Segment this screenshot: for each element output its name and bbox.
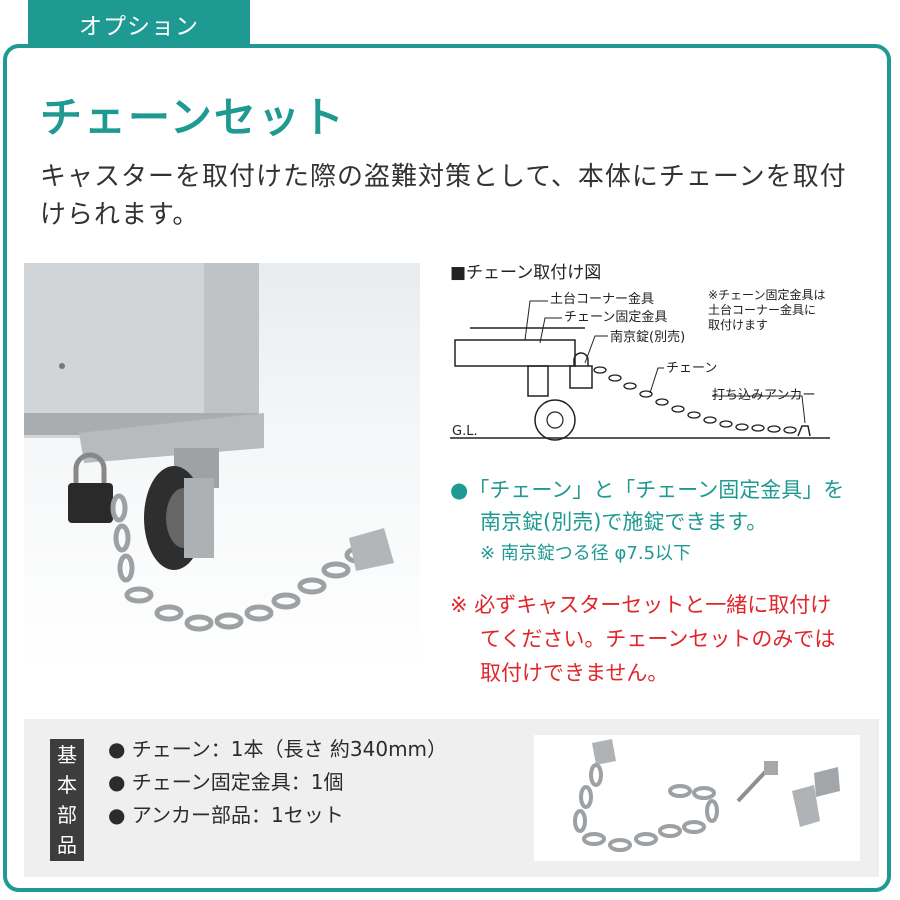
label-dodai-corner: 土台コーナー金具 [550, 292, 655, 307]
label-chain-bracket: チェーン固定金具 [564, 310, 668, 325]
description: キャスターを取付けた際の盗難対策として、本体にチェーンを取付けられます。 [40, 162, 847, 230]
tag-char: 部 [57, 803, 77, 827]
page-title: チェーンセット [40, 93, 346, 142]
warning-line-3: 取付けできません。 [480, 661, 669, 685]
label-chain: チェーン [666, 361, 718, 376]
label-anchor: 打ち込みアンカー [712, 388, 816, 403]
warning-line-2: てください。チェーンセットのみでは [480, 627, 836, 651]
tag-char: 本 [57, 773, 77, 797]
list-item: ● チェーン：1本（長さ 約340mm） [108, 737, 448, 761]
chain-mounting-diagram: ■チェーン取付け図 土台コーナー金具 チェーン固定金具 南京錠(別売) チェーン… [450, 258, 870, 450]
product-photo [24, 263, 420, 673]
content-frame [3, 44, 891, 892]
label-ground: G.L. [452, 424, 478, 439]
warning-line-1: ※ 必ずキャスターセットと一緒に取付け [450, 593, 832, 617]
basic-parts-tag: 基 本 部 品 [50, 739, 84, 861]
lock-note-sub: ※ 南京錠つる径 φ7.5以下 [480, 543, 692, 564]
parts-list: ● チェーン：1本（長さ 約340mm） ● チェーン固定金具：1個 ● アンカ… [108, 733, 447, 832]
list-item: ● チェーン固定金具：1個 [108, 770, 344, 794]
lock-note-text: 「チェーン」と「チェーン固定金具」を [468, 478, 845, 502]
lock-note: ●「チェーン」と「チェーン固定金具」を 南京錠(別売)で施錠できます。 ※ 南京… [450, 474, 880, 570]
diagram-note: ※チェーン固定金具は 土台コーナー金具に 取付けます [708, 288, 825, 333]
parts-illustration [573, 739, 840, 852]
list-item: ● アンカー部品：1セット [108, 803, 344, 827]
basic-parts-section: 基 本 部 品 ● チェーン：1本（長さ 約340mm） ● チェーン固定金具：… [24, 719, 879, 877]
lock-note-line-2: 南京錠(別売)で施錠できます。 [480, 510, 768, 534]
diagram-drawing [450, 300, 830, 441]
bullet-icon: ● [450, 478, 469, 502]
option-tab: オプション [28, 0, 250, 48]
tag-char: 品 [57, 833, 77, 857]
parts-photo [534, 735, 860, 861]
lock-note-line-1: ●「チェーン」と「チェーン固定金具」を [450, 474, 880, 506]
label-padlock: 南京錠(別売) [610, 330, 686, 345]
tag-char: 基 [57, 743, 77, 767]
diagram-heading: ■チェーン取付け図 [450, 263, 602, 283]
diagram-note-line: 土台コーナー金具に [708, 303, 817, 317]
caster-chain-photo [24, 263, 394, 632]
warning-note: ※ 必ずキャスターセットと一緒に取付け てください。チェーンセットのみでは 取付… [450, 588, 890, 690]
diagram-note-line: ※チェーン固定金具は [708, 288, 826, 302]
diagram-note-line: 取付けます [708, 318, 769, 332]
